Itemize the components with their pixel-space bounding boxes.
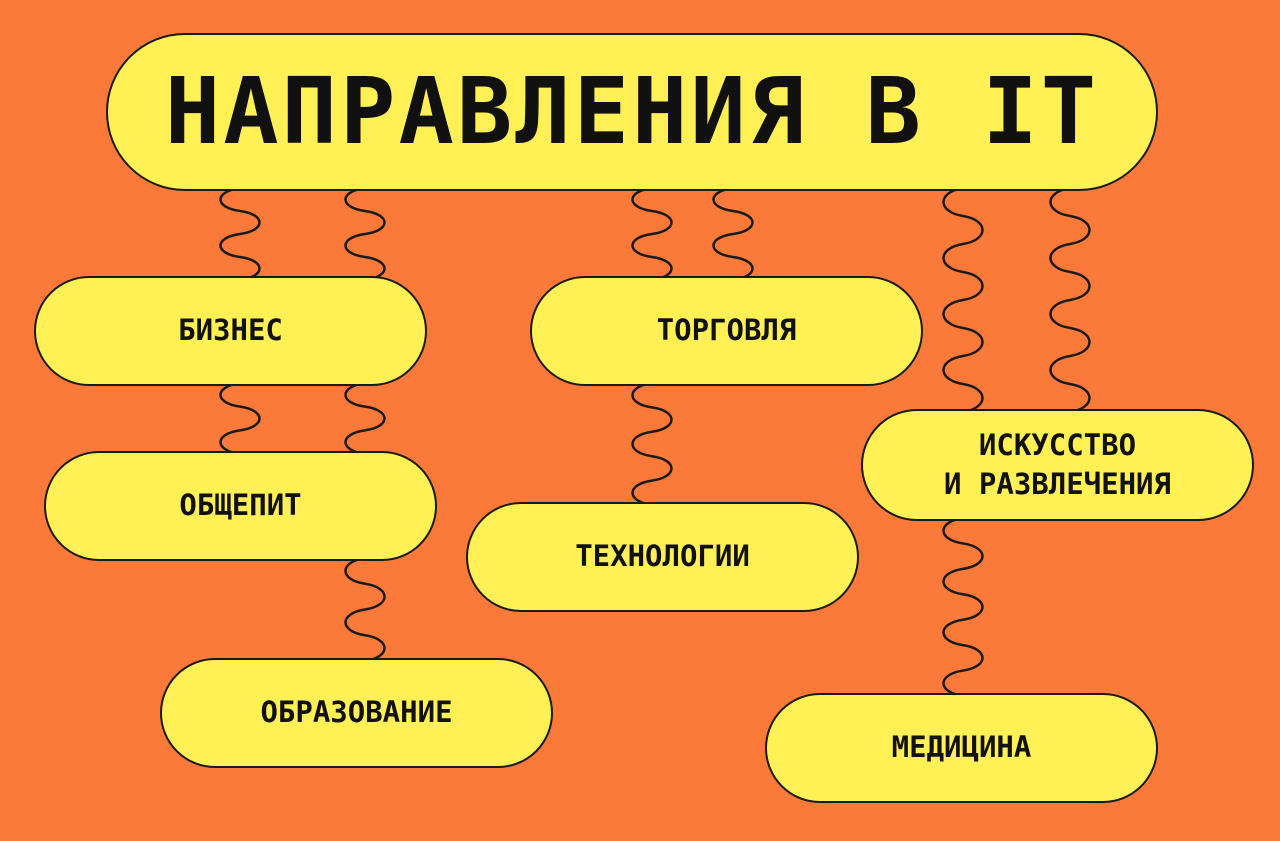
node-business-label: БИЗНЕС xyxy=(178,313,283,348)
diagram-title: НАПРАВЛЕНИЯ В IT xyxy=(164,57,1100,165)
node-technology: ТЕХНОЛОГИИ xyxy=(466,502,859,612)
node-trade-label: ТОРГОВЛЯ xyxy=(656,313,797,348)
wire-art-medicine xyxy=(942,516,984,698)
node-education: ОБРАЗОВАНИЕ xyxy=(160,658,553,768)
node-medicine: МЕДИЦИНА xyxy=(765,693,1158,803)
node-technology-label: ТЕХНОЛОГИИ xyxy=(575,539,750,574)
wire-title-art-1 xyxy=(942,186,984,414)
node-catering-label: ОБЩЕПИТ xyxy=(179,488,302,523)
wire-title-business-1 xyxy=(219,186,261,282)
title-pill: НАПРАВЛЕНИЯ В IT xyxy=(106,33,1158,191)
wire-business-catering-2 xyxy=(344,381,386,456)
wire-title-art-2 xyxy=(1049,186,1091,414)
node-education-label: ОБРАЗОВАНИЕ xyxy=(260,695,453,730)
node-catering: ОБЩЕПИТ xyxy=(44,451,437,561)
wire-catering-education xyxy=(344,556,386,663)
node-medicine-label: МЕДИЦИНА xyxy=(891,730,1032,765)
wire-business-catering-1 xyxy=(219,381,261,456)
node-art-entertainment-label: ИСКУССТВО И РАЗВЛЕЧЕНИЯ xyxy=(944,427,1171,501)
wire-title-trade-1 xyxy=(631,186,673,282)
node-business: БИЗНЕС xyxy=(34,276,427,386)
wire-trade-technology xyxy=(631,381,673,507)
wire-title-business-2 xyxy=(344,186,386,282)
node-trade: ТОРГОВЛЯ xyxy=(530,276,923,386)
node-art-entertainment: ИСКУССТВО И РАЗВЛЕЧЕНИЯ xyxy=(861,409,1254,521)
wire-title-trade-2 xyxy=(712,186,754,282)
